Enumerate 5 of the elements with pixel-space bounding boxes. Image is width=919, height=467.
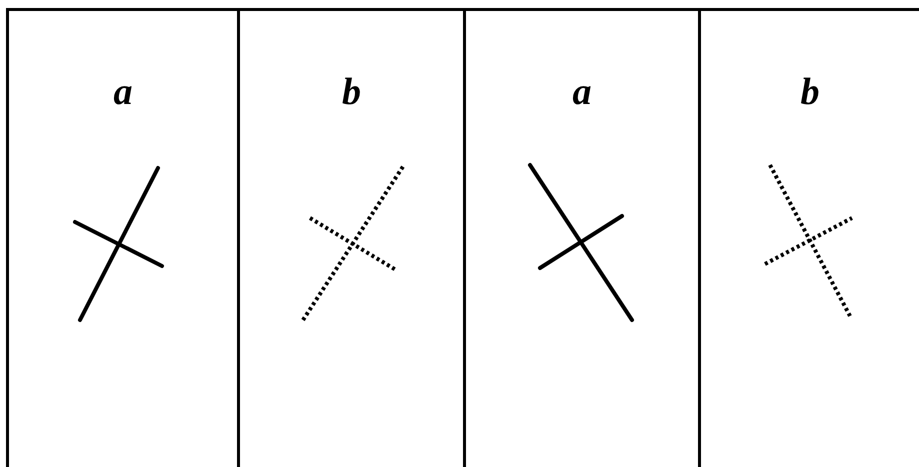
panel-letter: a	[572, 73, 592, 111]
panel	[6, 8, 240, 467]
panel-letter: b	[800, 73, 820, 111]
panel-letter: b	[341, 73, 362, 111]
panel-letter: a	[112, 73, 134, 111]
